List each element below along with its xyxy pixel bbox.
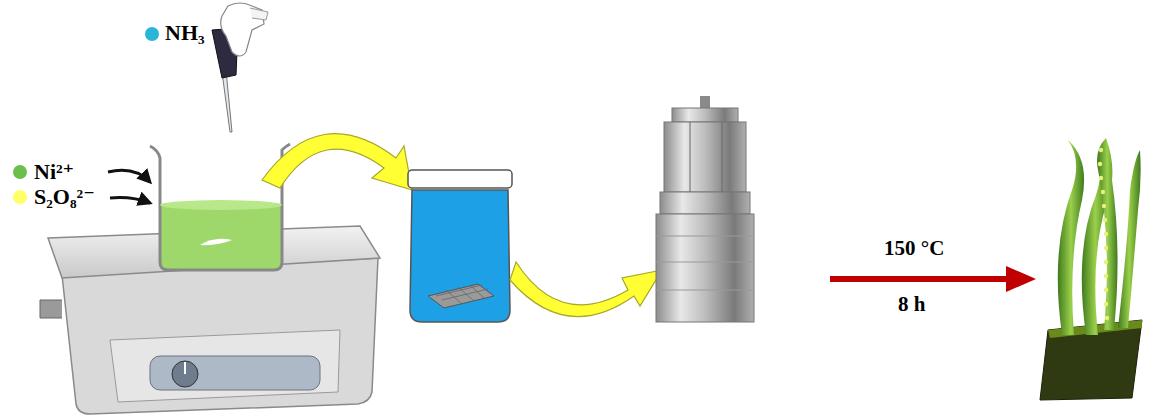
condition-label: 150 °C bbox=[884, 236, 944, 261]
feed-arrows bbox=[108, 170, 150, 203]
reaction-jar bbox=[408, 170, 512, 322]
transfer-arrow bbox=[510, 262, 662, 317]
legend-swatch bbox=[145, 27, 159, 41]
heating-arrow bbox=[830, 266, 1036, 292]
autoclave bbox=[656, 96, 754, 322]
beaker bbox=[150, 144, 290, 270]
condition-label: 8 h bbox=[898, 292, 925, 317]
reagent-label: Ni²⁺ bbox=[34, 158, 74, 185]
legend-swatch bbox=[13, 190, 27, 204]
reagent-label: S₂O₈²⁻ bbox=[34, 183, 95, 210]
legend-swatch bbox=[13, 165, 27, 179]
nanostructure-product bbox=[1040, 138, 1142, 400]
transfer-arrow bbox=[262, 134, 412, 190]
reagent-label: NH₃ bbox=[165, 20, 205, 46]
glove-hand bbox=[221, 3, 268, 56]
